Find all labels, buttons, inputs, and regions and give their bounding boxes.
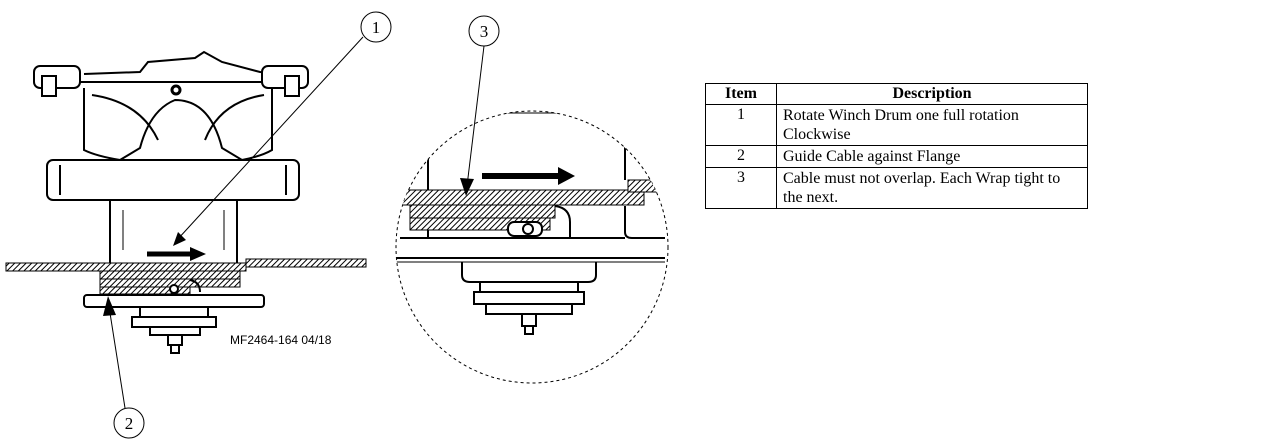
direction-arrow-detail <box>482 167 575 185</box>
header-item: Item <box>705 83 777 105</box>
legend-header-row: Item Description <box>705 83 1088 105</box>
item-number: 2 <box>705 145 777 168</box>
figure-id: MF2464-164 04/18 <box>230 333 332 347</box>
svg-text:1: 1 <box>372 18 381 37</box>
winch-drum-full-view <box>33 50 309 354</box>
item-number: 1 <box>705 104 777 146</box>
direction-arrow-left <box>147 247 206 261</box>
table-row: 3 Cable must not overlap. Each Wrap tigh… <box>705 167 1088 209</box>
item-description: Cable must not overlap. Each Wrap tight … <box>776 167 1088 209</box>
svg-text:3: 3 <box>480 22 489 41</box>
item-number: 3 <box>705 167 777 209</box>
item-description: Rotate Winch Drum one full rotation Cloc… <box>776 104 1088 146</box>
callout-3: 3 <box>460 15 500 196</box>
callout-1: 1 <box>173 11 392 246</box>
header-description: Description <box>776 83 1088 105</box>
legend-table: Item Description 1 Rotate Winch Drum one… <box>705 83 1088 209</box>
svg-text:2: 2 <box>125 414 134 433</box>
item-description: Guide Cable against Flange <box>776 145 1088 168</box>
detail-view <box>396 112 668 335</box>
table-row: 1 Rotate Winch Drum one full rotation Cl… <box>705 104 1088 146</box>
cable-left <box>5 258 367 295</box>
table-row: 2 Guide Cable against Flange <box>705 145 1088 168</box>
callout-2: 2 <box>103 296 145 439</box>
detail-circle <box>395 110 669 384</box>
